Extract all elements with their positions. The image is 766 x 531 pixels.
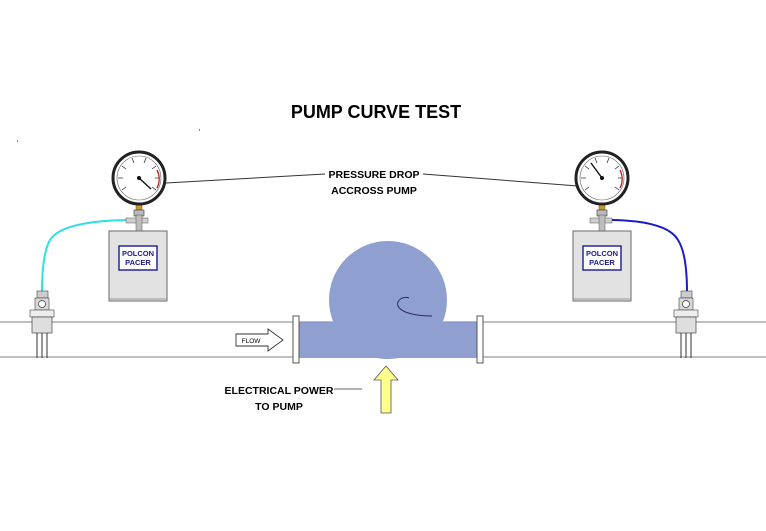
pressure-label-line2: ACCROSS PUMP [331,185,417,197]
right-tubing [611,219,688,293]
right-box-label-line1: POLCON [586,249,618,258]
right-gauge-needle [590,162,603,179]
pump-spiral [397,297,433,317]
left-instrument: POLCON PACER [29,150,168,358]
diagram-title: PUMP CURVE TEST [291,102,461,122]
right-pressure-tap [673,290,699,358]
pump-volute [329,241,447,359]
left-pressure-tap [29,290,55,358]
left-tubing [41,219,129,293]
right-pacer-box: POLCON PACER [572,230,632,302]
pressure-label-line1: PRESSURE DROP [328,169,419,181]
left-box-label-line2: PACER [125,258,151,267]
flow-arrow: FLOW [235,328,284,352]
right-instrument: POLCON PACER [572,150,699,358]
right-pressure-gauge [574,150,630,206]
right-box-label-line2: PACER [589,258,615,267]
power-arrow [373,365,399,414]
power-label-line1: ELECTRICAL POWER [225,385,334,397]
pump [299,241,477,359]
flange-right [476,315,484,364]
pressure-leader-right [422,173,579,187]
flange-left [292,315,300,364]
pressure-leader-left [165,173,326,184]
left-box-label-line1: POLCON [122,249,154,258]
power-label-line2: TO PUMP [255,401,303,413]
flow-label: FLOW [242,338,262,345]
left-gauge-needle [138,177,152,190]
left-pacer-box: POLCON PACER [108,230,168,302]
left-pressure-gauge [111,150,167,206]
